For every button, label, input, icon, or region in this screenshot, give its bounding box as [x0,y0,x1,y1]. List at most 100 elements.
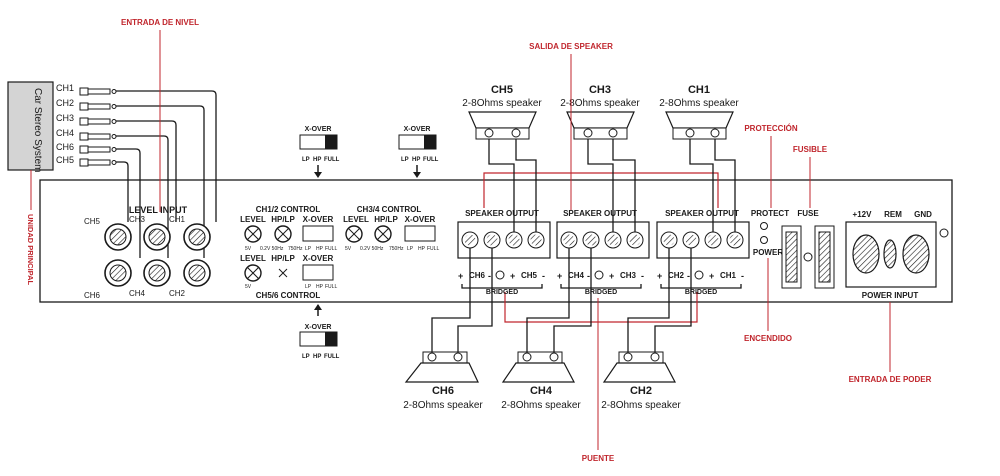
level-knob[interactable] [244,225,262,243]
control-hplp-label: HP/LP [271,215,295,224]
freq-max-label: 750Hz [288,246,303,252]
speaker-terminal [660,231,678,249]
speaker-output-title: SPEAKER OUTPUT [665,209,739,218]
control-level-label: LEVEL [240,254,266,263]
rca-jack [104,259,132,287]
head-unit-ch-label: CH2 [56,98,74,108]
speaker-terminal [461,231,479,249]
freq-range-label: 0.2V 50Hz [260,246,284,252]
minus-sign: - [687,271,690,281]
speaker-name: CH2 [630,385,652,397]
terminal-minus [608,128,618,138]
control-xover-label: X-OVER [303,254,334,263]
xover-hp-label: HP [412,157,420,163]
speaker-output-channel-label: CH3 [620,271,637,280]
annotation-entrada-poder: ENTRADA DE PODER [849,375,932,384]
protect-label: PROTECT [751,209,789,218]
speaker-spec: 2-8Ohms speaker [403,400,483,411]
power-12v-label: +12V [853,210,873,219]
control-xover-label: X-OVER [405,215,436,224]
xover-detail-ch12: X-OVER LP HP FULL [299,126,340,178]
speaker-terminal [704,231,722,249]
power-12v-terminal [852,234,880,274]
level-range-label: 5V [245,246,252,252]
protect-led [760,222,768,230]
plus-sign: + [609,271,614,281]
minus-sign: - [741,271,744,281]
bridge-indicator [594,270,604,280]
hplp-knob[interactable] [374,225,392,243]
xover-switch[interactable] [404,225,436,242]
xover-full-label: FULL [325,246,337,252]
xover-lp-label: LP [401,157,409,163]
xover-lp-label: LP [305,246,312,252]
mounting-hole [939,228,949,238]
top-speaker-wires [488,139,736,232]
hplp-knob[interactable] [274,225,292,243]
level-knob[interactable] [345,225,363,243]
speaker-output-group: SPEAKER OUTPUT + CH4 - + CH3 - BRIDGED [556,209,650,296]
xover-lp-label: LP [302,354,310,360]
power-input-block: +12V REM GND POWER INPUT [845,210,937,300]
head-unit-ch-label: CH3 [56,113,74,123]
level-input-panel: LEVEL INPUT CH5 CH3 CH1 CH6 CH4 CH2 [84,205,211,300]
speaker-terminal [582,231,600,249]
terminal-plus [549,352,559,362]
power-rem-label: REM [884,210,902,219]
terminal-plus [484,128,494,138]
fuse-icon [781,225,802,289]
speaker-terminal [505,231,523,249]
annotation-proteccion: PROTECCIÓN [744,124,798,133]
speaker-spec: 2-8Ohms speaker [560,98,640,109]
status-panel: PROTECT POWER FUSE [751,209,835,289]
plus-sign: + [458,271,463,281]
terminal-minus [710,128,720,138]
speaker-output-title: SPEAKER OUTPUT [465,209,539,218]
power-gnd-terminal [902,234,930,274]
control-hplp-label: HP/LP [374,215,398,224]
speaker-output-group: SPEAKER OUTPUT + CH6 - + CH5 - BRIDGED [457,209,551,296]
annotation-unidad-principal: UNIDAD PRINCIPAL [26,214,35,286]
bridged-label: BRIDGED [585,289,617,296]
bridge-indicator [495,270,505,280]
level-input-bottom-label: CH6 [84,291,101,300]
level-knob[interactable] [244,264,262,282]
speaker-output-channel-label: CH4 [568,271,585,280]
ch34-control-title: CH3/4 CONTROL [357,205,422,214]
xover-hp-label: HP [418,246,426,252]
xover-detail-title: X-OVER [305,324,332,331]
level-input-top-label: CH1 [169,215,186,224]
rca-jack [104,223,132,251]
rca-cables [116,90,217,258]
terminal-minus [623,352,633,362]
speaker-name: CH6 [432,385,454,397]
xover-hp-label: HP [316,246,324,252]
terminal-plus [650,352,660,362]
terminal-plus [583,128,593,138]
speaker-terminal [527,231,545,249]
bottom-speaker-ch4: CH4 2-8Ohms speaker [501,351,581,411]
level-input-bottom-label: CH2 [169,289,186,298]
speaker-spec: 2-8Ohms speaker [601,400,681,411]
power-gnd-label: GND [914,210,932,219]
xover-full-label: FULL [423,157,439,163]
minus-sign: - [641,271,644,281]
terminal-minus [427,352,437,362]
xover-switch[interactable] [302,264,334,281]
hplp-disabled-mark [278,268,288,278]
terminal-plus [453,352,463,362]
xover-switch[interactable] [302,225,334,242]
speaker-spec: 2-8Ohms speaker [659,98,739,109]
speaker-output-channel-label: CH5 [521,271,538,280]
fuse-indicator [803,252,813,262]
head-unit-label: Car Stereo System [32,88,43,172]
xover-lp-label: LP [302,157,310,163]
ch34-control: CH3/4 CONTROL LEVEL HP/LP X-OVER 5V 0.2V… [343,205,439,252]
speaker-output-channel-label: CH1 [720,271,737,280]
ch56-control-title: CH5/6 CONTROL [256,291,321,300]
annotations: ENTRADA DE NIVEL SALIDA DE SPEAKER PROTE… [26,18,932,463]
xover-full-label: FULL [324,157,340,163]
head-unit-ch-label: CH1 [56,83,74,93]
level-range-label: 5V [245,284,252,290]
speaker-terminal [682,231,700,249]
